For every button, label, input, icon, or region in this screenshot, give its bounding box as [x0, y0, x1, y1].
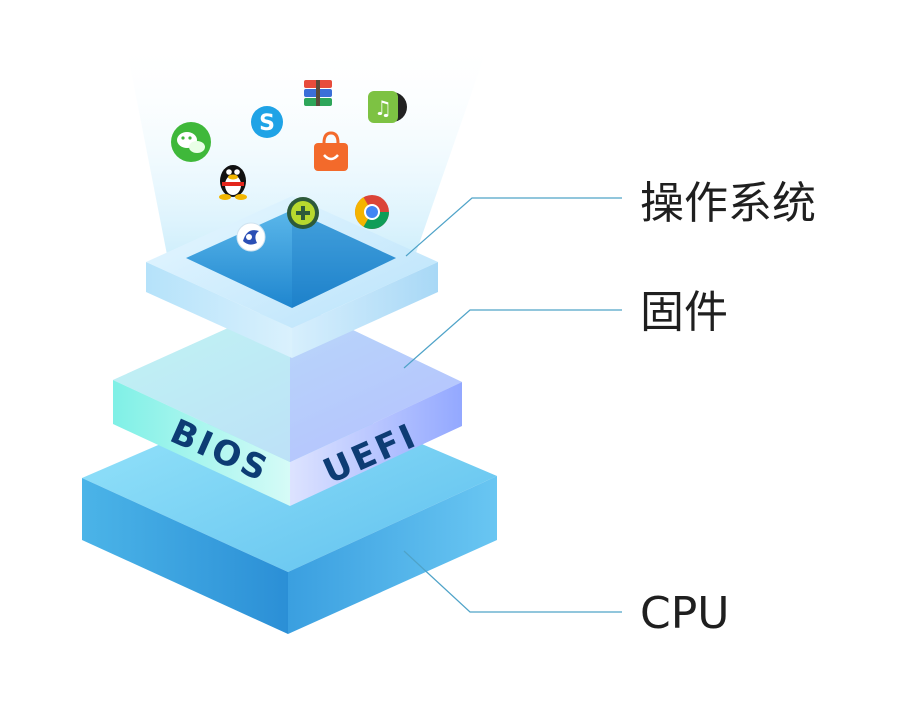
skype-icon: S — [251, 106, 283, 138]
firmware-layer: BIOS UEFI — [113, 300, 462, 506]
app-icons: S ♫ — [171, 80, 407, 252]
firmware-layer-bios-face — [113, 380, 290, 506]
os-label: 操作系统 — [640, 178, 816, 229]
cpu-layer-right-side — [288, 476, 497, 634]
cpu-leader-line — [403, 550, 622, 613]
archive-books-icon — [304, 80, 332, 106]
os-layer-screen-shade — [292, 210, 396, 308]
leader-lines — [403, 197, 622, 613]
music-note-icon: ♫ — [368, 91, 407, 123]
cpu-layer-left-side — [82, 478, 288, 634]
plus-badge-icon — [287, 197, 319, 229]
firmware-layer-pyramid-left — [113, 300, 290, 462]
chrome-icon — [355, 195, 389, 229]
firmware-label: 固件 — [640, 287, 728, 338]
qq-penguin-icon — [219, 165, 247, 200]
os-leader-line — [405, 197, 622, 257]
cpu-label: CPU — [640, 588, 729, 639]
os-layer-left-side — [146, 262, 292, 358]
firmware-layer-pyramid-right — [290, 300, 462, 462]
shopping-bag-icon — [314, 131, 348, 171]
wechat-icon — [171, 122, 211, 162]
firmware-leader-line — [403, 309, 622, 369]
os-layer — [146, 196, 438, 358]
svg-text:S: S — [259, 111, 275, 136]
svg-text:♫: ♫ — [374, 96, 392, 120]
os-layer-right-side — [292, 262, 438, 358]
firmware-layer-uefi-face — [290, 382, 462, 506]
swirl-browser-icon — [236, 222, 266, 252]
